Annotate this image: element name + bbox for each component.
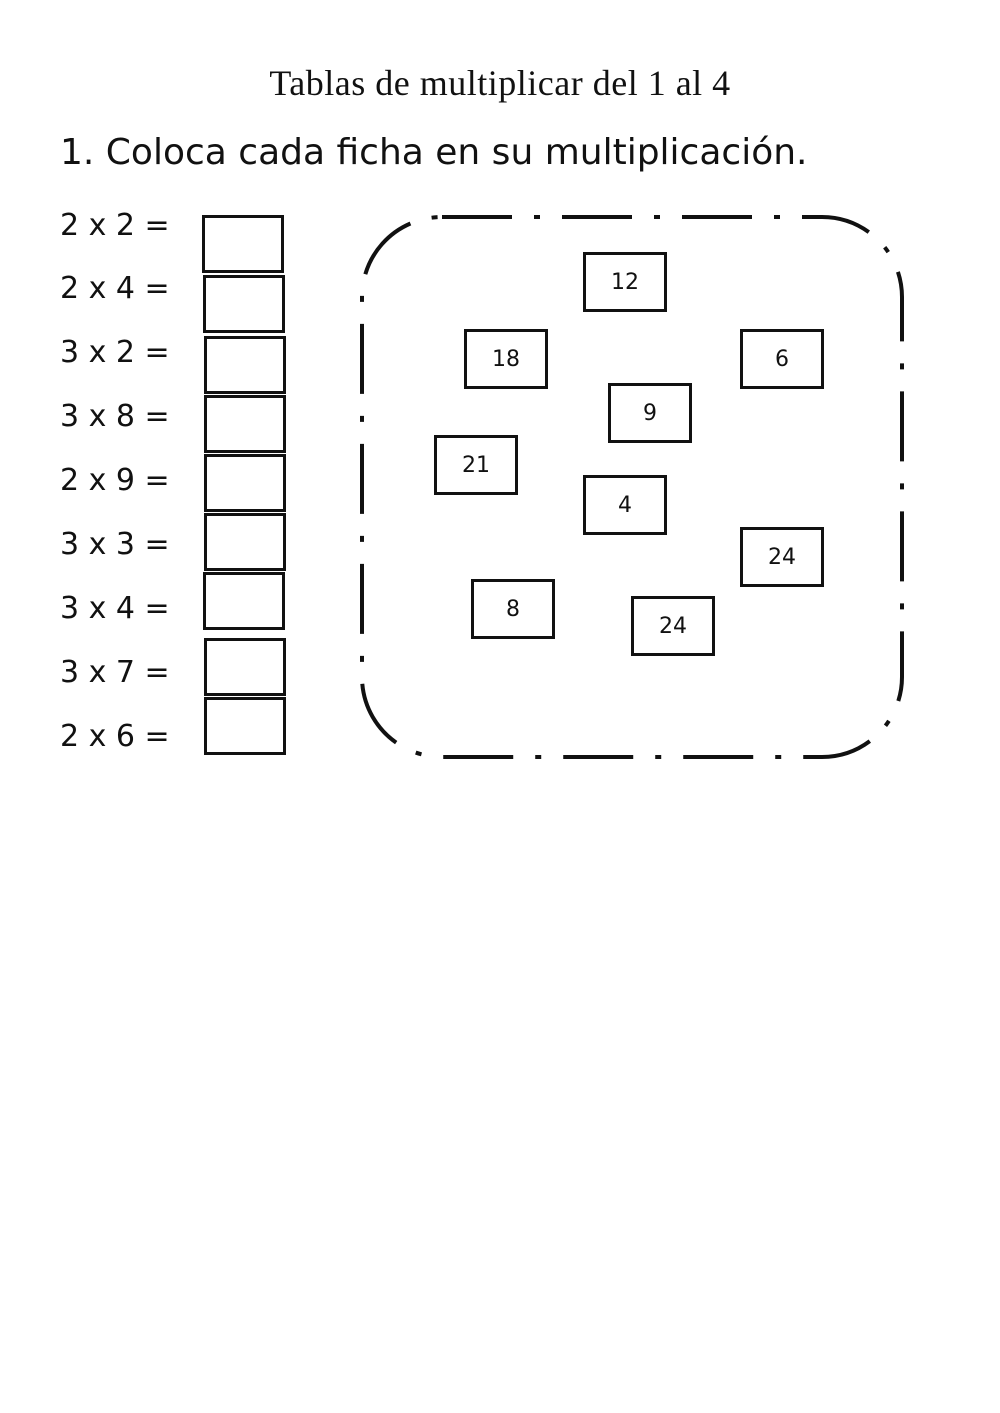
answer-drop-box[interactable] xyxy=(203,275,285,333)
number-tile[interactable]: 4 xyxy=(583,475,667,535)
answer-drop-box[interactable] xyxy=(204,638,286,696)
equation-label: 3 x 8 = xyxy=(60,399,170,434)
equation-label: 3 x 2 = xyxy=(60,335,170,370)
answer-drop-box[interactable] xyxy=(204,395,286,453)
answer-drop-box[interactable] xyxy=(203,572,285,630)
answer-drop-box[interactable] xyxy=(204,454,286,512)
equation-label: 3 x 3 = xyxy=(60,527,170,562)
equation-label: 2 x 6 = xyxy=(60,719,170,754)
answer-drop-box[interactable] xyxy=(204,513,286,571)
number-tile[interactable]: 12 xyxy=(583,252,667,312)
tray-dashed-border xyxy=(360,215,904,759)
equation-label: 3 x 4 = xyxy=(60,591,170,626)
number-tile[interactable]: 18 xyxy=(464,329,548,389)
number-tile[interactable]: 21 xyxy=(434,435,518,495)
tile-tray xyxy=(355,210,910,765)
equation-label: 2 x 2 = xyxy=(60,208,170,243)
equation-label: 2 x 4 = xyxy=(60,271,170,306)
number-tile[interactable]: 8 xyxy=(471,579,555,639)
number-tile[interactable]: 24 xyxy=(740,527,824,587)
number-tile[interactable]: 24 xyxy=(631,596,715,656)
answer-drop-box[interactable] xyxy=(202,215,284,273)
number-tile[interactable]: 6 xyxy=(740,329,824,389)
number-tile[interactable]: 9 xyxy=(608,383,692,443)
answer-drop-box[interactable] xyxy=(204,697,286,755)
equation-label: 2 x 9 = xyxy=(60,463,170,498)
exercise-instruction: 1. Coloca cada ficha en su multiplicació… xyxy=(60,132,808,173)
answer-drop-box[interactable] xyxy=(204,336,286,394)
equation-label: 3 x 7 = xyxy=(60,655,170,690)
page-title: Tablas de multiplicar del 1 al 4 xyxy=(269,63,731,103)
